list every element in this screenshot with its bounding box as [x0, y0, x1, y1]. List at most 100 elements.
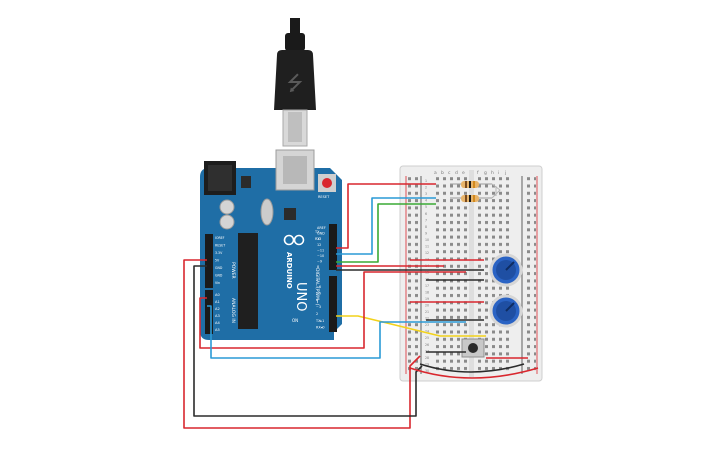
digital-pin-label: GND: [317, 232, 325, 236]
row-number: 23: [425, 323, 429, 327]
power-header: [205, 234, 213, 288]
board-brand: ARDUINO: [285, 252, 293, 289]
potentiometer-1[interactable]: [489, 253, 523, 287]
column-letter: f: [477, 170, 479, 176]
power-pin-label: RESET: [215, 244, 225, 248]
wires: [183, 183, 539, 429]
column-letter: g: [484, 171, 487, 176]
analog-pin-label: A3: [215, 314, 220, 318]
row-number: 17: [425, 284, 429, 288]
push-button[interactable]: [461, 338, 485, 358]
digital-pin-label: 2: [316, 312, 318, 316]
row-number: 2: [425, 186, 427, 190]
row-number: 24: [425, 330, 429, 334]
on-label: ON: [292, 318, 298, 323]
power-pin-label: 5V: [215, 259, 220, 263]
row-number: 25: [425, 336, 429, 340]
row-number: 7: [425, 218, 427, 222]
wire-bb-rail-red: [409, 367, 539, 379]
power-header-label: POWER: [230, 262, 236, 279]
power-pin-label: Vin: [215, 281, 220, 285]
resistor-1[interactable]: [450, 181, 492, 188]
potentiometer-2[interactable]: [489, 294, 523, 328]
column-letter: c: [448, 171, 451, 176]
row-number: 1: [425, 179, 427, 183]
digital-pin-label: ~5: [316, 292, 321, 296]
wire-blue-a1: [207, 305, 466, 359]
board-model: UNO: [293, 282, 308, 311]
digital-pin-label: TX▸1: [315, 319, 324, 323]
row-number: 21: [425, 310, 429, 314]
rx-label: RX: [315, 237, 320, 241]
arduino-logo-icon: [283, 234, 305, 246]
digital-pin-label: ~3: [316, 305, 321, 309]
column-letter: d: [455, 170, 458, 176]
analog-pin-label: A0: [215, 293, 220, 297]
digital-pin-label: ~9: [317, 260, 322, 264]
row-number: 10: [425, 238, 429, 242]
row-number: 12: [425, 251, 429, 255]
digital-pin-label: ~11: [317, 248, 324, 252]
row-number: 6: [425, 212, 427, 216]
analog-pin-label: A5: [215, 328, 220, 332]
microcontroller-chip: [238, 233, 258, 329]
row-number: 9: [425, 231, 427, 235]
row-number: 8: [425, 225, 427, 229]
row-number: 4: [425, 199, 427, 203]
wire-red-a0: [199, 271, 466, 349]
reset-label: RESET: [318, 195, 330, 199]
row-number: 30: [425, 369, 429, 373]
wire-red-pin8: [336, 183, 436, 249]
reset-button[interactable]: [322, 178, 332, 188]
column-letter: h: [491, 170, 494, 176]
digital-pin-label: ~10: [317, 254, 324, 258]
power-pin-label: GND: [215, 266, 223, 270]
digital-pin-label: RX◂0: [316, 326, 325, 330]
analog-pin-label: A4: [215, 321, 220, 325]
digital-pin-label: 12: [317, 243, 321, 247]
column-letter: i: [498, 170, 499, 176]
digital-pin-label: 13: [317, 237, 321, 241]
column-letter: a: [434, 171, 437, 176]
tx-label: TX: [314, 230, 320, 234]
digital-pin-label: 4: [316, 298, 318, 302]
row-number: 3: [425, 192, 427, 196]
arduino-board[interactable]: ARDUINO UNO RESET ON TX RX POWER ANALOG …: [200, 149, 342, 340]
analog-pin-label: A2: [215, 307, 220, 311]
wire-bb-rail-black: [419, 363, 525, 373]
resistor-2[interactable]: [450, 195, 492, 202]
digital-pin-label: ~6: [316, 285, 321, 289]
column-letter: e: [462, 171, 465, 176]
row-number: 11: [425, 245, 429, 249]
digital-header-top: [329, 224, 337, 270]
analog-header: [205, 290, 213, 334]
analog-header-label: ANALOG IN: [230, 298, 236, 323]
digital-pin-labels-bottom: 7 ~6 ~5 4 ~3 2TX▸1RX◂0: [315, 278, 325, 330]
analog-pin-label: A1: [215, 300, 220, 304]
wire-blue-pin9: [336, 197, 436, 255]
row-number: 26: [425, 343, 429, 347]
row-number: 5: [425, 205, 427, 209]
digital-header-label: DIGITAL (PWM~): [314, 268, 320, 306]
usb-cable: ⭍: [274, 18, 316, 147]
row-number: 20: [425, 303, 429, 307]
digital-pin-label: 7: [316, 278, 318, 282]
digital-pin-label: 8: [317, 265, 319, 269]
column-letter: b: [441, 170, 444, 176]
svg-text:⭍: ⭍: [287, 71, 304, 95]
column-letter: j: [504, 170, 506, 176]
power-pin-label: IOREF: [215, 236, 225, 240]
wire-green-pin10: [336, 203, 436, 263]
row-number: 22: [425, 317, 429, 321]
power-pin-label: 3.3V: [215, 251, 223, 255]
wire-red-5v: [183, 259, 421, 429]
row-number: 29: [425, 362, 429, 366]
led-legs: [491, 183, 501, 199]
